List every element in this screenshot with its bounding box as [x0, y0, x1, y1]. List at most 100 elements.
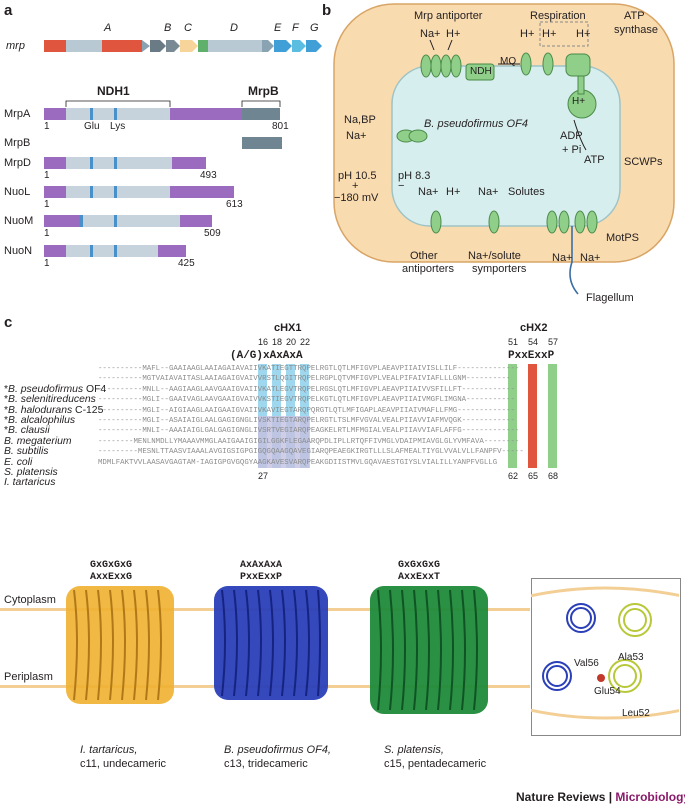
structure-1-motif2: AxxExxG [90, 572, 133, 583]
row-sequence: ----------MGLI--GAAIVAGLAAVGAAIGVAIVVKST… [98, 396, 515, 405]
motps-protein [546, 210, 598, 234]
flagellum-label: Flagellum [586, 292, 634, 304]
symporters-protein [488, 210, 500, 234]
gene-c-arrow [180, 40, 198, 52]
row-species: B. subtilis [4, 446, 49, 458]
row-sequence: ----------MAFL--GAAIAAGLAAIAGAIAVAIIVKAT… [98, 365, 520, 373]
proton-dashed-box [539, 21, 589, 47]
chx1-number-16: 16 [258, 337, 269, 347]
atp-h-label: H+ [576, 28, 591, 40]
respiration-h-label-2: H+ [542, 28, 557, 40]
glu54-atom [597, 674, 605, 682]
gene-letter-d: D [230, 22, 238, 34]
structure-2-motif1: AxAxAxA [240, 560, 283, 571]
gene-letter-f: F [292, 22, 299, 34]
row-suffix: C-125 [72, 404, 104, 416]
nuom-end: 509 [204, 228, 221, 239]
sequence-alignment: *B. pseudofirmus OF4 ----------MAFL--GAA… [4, 364, 684, 488]
nuom-start: 1 [44, 228, 50, 239]
row-star: * [4, 394, 9, 406]
other-antiporters-label-2: antiporters [402, 263, 454, 275]
chx1-number-20: 20 [286, 337, 297, 347]
mrpa-lys-marker: Lys [110, 121, 126, 132]
motps-na-label-1: Na+ [552, 252, 573, 264]
alignment-row: B. subtilis ----------MNLI--AAAIAIGLGALG… [4, 426, 684, 457]
chx1-title: cHX1 [274, 322, 302, 334]
cytoplasm [391, 65, 621, 227]
row-sequence: ----------MNLI--AAAIAIGLGALGAGIGNGLIVSRT… [98, 427, 520, 436]
panel-c-label: c [4, 314, 13, 331]
other-antiporters-protein [430, 210, 442, 234]
scwps-label: SCWPs [624, 156, 663, 168]
symporter-na-label: Na+ [478, 186, 499, 198]
respiration-label: Respiration [530, 10, 586, 22]
antiporter-na-label: Na+ [418, 186, 439, 198]
row-sequence: MDMLFAKTVVLAASAVGAGTAM-IAGIGPGVGQGYAAGKA… [98, 458, 498, 467]
organism-label: B. pseudofirmus OF4 [424, 118, 528, 130]
row-species: B. pseudofirmus [8, 383, 84, 395]
chx2-number-68: 68 [548, 471, 559, 481]
gene-a-arrow [142, 40, 150, 52]
pi-label: + Pi [562, 144, 582, 156]
row-species: S. platensis [4, 466, 58, 478]
na-bp-na-label: Na+ [346, 130, 367, 142]
inset-ala53: Ala53 [618, 652, 644, 663]
domain-brackets [65, 100, 281, 107]
active-site-inset [531, 578, 681, 736]
na-bp-label: Na,BP [344, 114, 376, 126]
chx1-number-27: 27 [258, 471, 269, 481]
nuol-end: 613 [226, 199, 243, 210]
c-ring-structures [66, 586, 488, 714]
gene-g-arrow [306, 40, 322, 52]
adp-label: ADP [560, 130, 583, 142]
mrp-antiporter-protein [420, 54, 462, 78]
structure-1-ring [66, 586, 174, 704]
chx2-highlight-p1 [508, 364, 517, 468]
row-sequence: --------MENLNMDLLYMAAAVMMGLAAIGAAIGIGILG… [98, 437, 520, 446]
mrp-antiporter-label: Mrp antiporter [414, 10, 483, 22]
row-sequence: ----------MGLI--ASAIAIGLAALGAGIGNGLIVSKT… [98, 416, 515, 425]
mrp-operon-diagram [44, 40, 322, 52]
chx2-number-51: 51 [508, 337, 519, 347]
gene-e-arrow [274, 40, 292, 52]
gene-letter-c: C [184, 22, 192, 34]
row-species: B. megaterium [4, 435, 72, 447]
ndh-box [465, 63, 495, 81]
atp-synthase-h-in: H+ [572, 96, 586, 107]
gene-letter-a: A [104, 22, 112, 34]
structure-3-ring [370, 586, 488, 714]
structure-2-ring [214, 586, 328, 700]
antiporter-h-label: H+ [446, 186, 461, 198]
row-species: I. tartaricus [4, 477, 56, 489]
protein-bars [44, 108, 282, 257]
chx2-highlight-p2 [548, 364, 557, 468]
motps-na-label-2: Na+ [580, 252, 601, 264]
row-sequence: ----------MGTVAIAVAITASLAAIAGAIGVAIVVRST… [98, 375, 511, 384]
panel-b-label: b [322, 2, 332, 19]
plus-label: + [352, 180, 359, 192]
nuon-start: 1 [44, 258, 50, 269]
nuon-bar [44, 245, 66, 257]
chx1-number-18: 18 [272, 337, 283, 347]
cell-diagram [333, 3, 675, 295]
alignment-row: S. platensis ---------MESNLTTAASVIAAALAV… [4, 447, 684, 478]
gene-d-segment [198, 40, 208, 52]
gene-d-arrow [262, 40, 274, 52]
protein-name-nuon: NuoN [4, 245, 33, 257]
row-star: * [4, 404, 9, 416]
chx2-title: cHX2 [520, 322, 548, 334]
mrpd-bar [44, 157, 66, 169]
structure-3-motif2: AxxExxT [398, 572, 441, 583]
gene-b2-arrow [166, 40, 180, 52]
structure-1-motif1: GxGxGxG [90, 560, 133, 571]
respiration-complex [520, 52, 554, 76]
mrpa-bar [44, 108, 66, 120]
row-star: * [4, 383, 9, 395]
structure-3-ring-label: c15, pentadecameric [384, 758, 487, 770]
chx1-highlight-g [258, 416, 310, 468]
chx2-number-65: 65 [528, 471, 539, 481]
respiration-h-label-1: H+ [520, 28, 535, 40]
yellow-helix-coil [608, 603, 652, 693]
protein-name-nuol: NuoL [4, 186, 31, 198]
nuom-bar [44, 215, 80, 227]
